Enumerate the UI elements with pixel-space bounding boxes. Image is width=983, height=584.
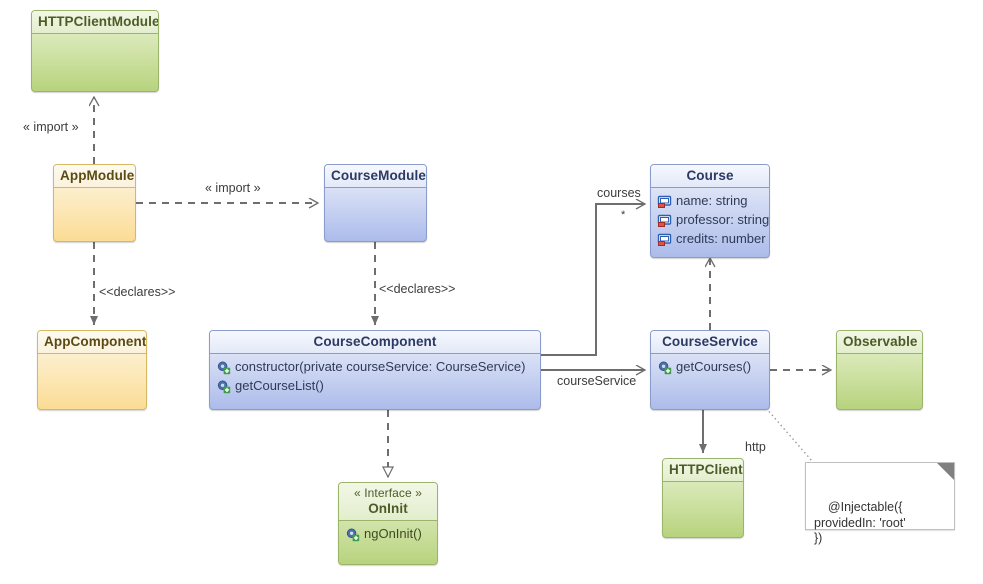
public-method-icon <box>345 527 360 542</box>
class-title-coursemodule: CourseModule <box>325 165 426 188</box>
class-members-appmodule <box>54 188 135 195</box>
edge-label-declares-appcomponent: <<declares>> <box>99 285 176 299</box>
public-method-icon <box>216 379 231 394</box>
class-members-course: name: string professor: string <box>651 188 769 252</box>
class-node-httpclient[interactable]: HTTPClient <box>662 458 744 538</box>
private-field-icon <box>657 194 672 209</box>
edge-label-declares-coursecomponent: <<declares>> <box>379 282 456 296</box>
class-title-coursecomponent: CourseComponent <box>210 331 540 354</box>
class-members-observable <box>837 354 922 361</box>
public-method-icon <box>657 360 672 375</box>
edge-coursecomponent-courses-course <box>541 204 645 356</box>
class-title-appmodule: AppModule <box>54 165 135 188</box>
note-injectable[interactable]: @Injectable({ providedIn: 'root' }) <box>805 462 955 545</box>
class-node-httpclientmodule[interactable]: HTTPClientModule <box>31 10 159 92</box>
class-member-label: credits: number <box>676 231 766 246</box>
class-member: ngOnInit() <box>343 524 433 543</box>
class-title-oninit: « Interface » OnInit <box>339 483 437 521</box>
private-field-icon <box>657 213 672 228</box>
public-method-icon <box>216 360 231 375</box>
class-member-label: constructor(private courseService: Cours… <box>235 359 526 374</box>
edge-label-http: http <box>745 440 766 454</box>
class-members-coursemodule <box>325 188 426 195</box>
class-node-observable[interactable]: Observable <box>836 330 923 410</box>
class-member-label: getCourses() <box>676 359 752 374</box>
edge-label-courses: courses <box>597 186 641 200</box>
class-member: getCourseList() <box>214 376 536 395</box>
class-members-coursecomponent: constructor(private courseService: Cours… <box>210 354 540 399</box>
class-member: professor: string <box>655 210 769 229</box>
class-members-httpclientmodule <box>32 34 158 41</box>
class-member: constructor(private courseService: Cours… <box>214 357 536 376</box>
class-members-appcomponent <box>38 354 146 361</box>
class-stereotype-oninit: « Interface » <box>353 486 422 500</box>
class-member-label: ngOnInit() <box>364 526 422 541</box>
class-title-httpclientmodule: HTTPClientModule <box>32 11 158 34</box>
class-name-oninit: OnInit <box>368 501 408 516</box>
edge-label-courseservice: courseService <box>557 374 637 388</box>
class-node-courseservice[interactable]: CourseService getCourses() <box>650 330 770 410</box>
private-field-icon <box>657 232 672 247</box>
class-member-label: professor: string <box>676 212 770 227</box>
edge-label-import-httpclientmodule: « import » <box>23 120 79 134</box>
class-node-coursemodule[interactable]: CourseModule <box>324 164 427 242</box>
class-member-label: getCourseList() <box>235 378 324 393</box>
class-members-oninit: ngOnInit() <box>339 521 437 547</box>
edge-label-import-coursemodule: « import » <box>205 181 261 195</box>
class-member: credits: number <box>655 229 766 248</box>
class-members-httpclient <box>663 482 743 489</box>
class-member-label: name: string <box>676 193 748 208</box>
class-members-courseservice: getCourses() <box>651 354 769 380</box>
edge-courseservice-note-anchor <box>765 407 813 462</box>
class-node-coursecomponent[interactable]: CourseComponent constructor(private cour… <box>209 330 541 410</box>
note-text: @Injectable({ providedIn: 'root' }) <box>814 500 906 545</box>
class-node-course[interactable]: Course name: string <box>650 164 770 258</box>
class-node-oninit[interactable]: « Interface » OnInit ngOnInit() <box>338 482 438 565</box>
class-node-appmodule[interactable]: AppModule <box>53 164 136 242</box>
class-member: getCourses() <box>655 357 765 376</box>
note-fold-corner-icon <box>937 463 954 480</box>
class-title-courseservice: CourseService <box>651 331 769 354</box>
class-title-httpclient: HTTPClient <box>663 459 743 482</box>
class-node-appcomponent[interactable]: AppComponent <box>37 330 147 410</box>
edge-label-courses-multiplicity: * <box>621 209 626 221</box>
class-title-course: Course <box>651 165 769 188</box>
class-title-observable: Observable <box>837 331 922 354</box>
class-member: name: string <box>655 191 765 210</box>
class-title-appcomponent: AppComponent <box>38 331 146 354</box>
